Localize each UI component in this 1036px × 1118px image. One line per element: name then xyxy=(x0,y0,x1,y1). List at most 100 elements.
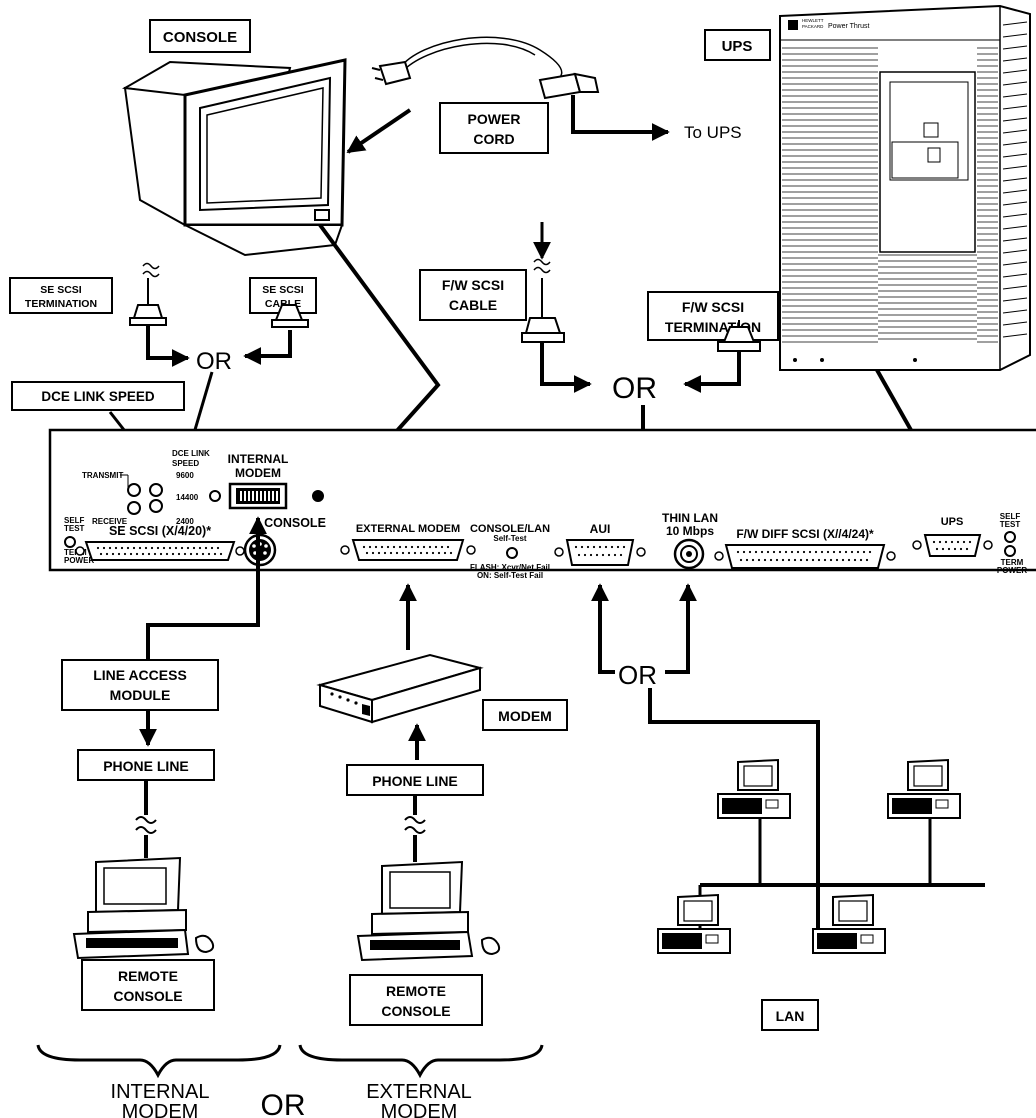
lan-workstation xyxy=(887,758,961,819)
external-modem-path: MODEM PHONE LINE xyxy=(316,583,568,862)
term-power-right-label-line2: POWER xyxy=(997,566,1027,575)
internal-modem-panel-label-line1: INTERNAL xyxy=(228,452,289,466)
ups-brand-line1: HEWLETT xyxy=(802,18,824,23)
self-test-right-led xyxy=(1004,531,1016,543)
remote-console-left-label-line1: REMOTE xyxy=(118,968,178,984)
ups-port-pins xyxy=(932,540,972,551)
fw-scsi-or: OR xyxy=(612,372,657,405)
console-label: CONSOLE xyxy=(163,29,237,46)
fw-scsi-cable-label-line1: F/W SCSI xyxy=(442,277,504,293)
ups-port-label: UPS xyxy=(941,516,964,528)
line-access-module-label-line2: MODULE xyxy=(110,687,171,703)
lan-or: OR xyxy=(618,660,657,690)
ups-tower: UPS HEWLETT PACKARD Power Thrust xyxy=(704,4,1031,487)
external-modem-port-pins xyxy=(362,545,453,555)
internal-modem-bottom-label-line1: INTERNAL xyxy=(111,1081,210,1103)
lan-workstations xyxy=(657,758,961,954)
modem-label: MODEM xyxy=(498,708,552,724)
se-scsi-port[interactable] xyxy=(84,541,236,561)
dce-link-speed-callout: DCE LINK SPEED xyxy=(11,381,185,460)
phone-line-right-label: PHONE LINE xyxy=(372,773,458,789)
bottom-or: OR xyxy=(261,1089,306,1118)
console-monitor: CONSOLE xyxy=(121,19,412,257)
lan-workstation xyxy=(657,893,731,954)
phone-line-left-label: PHONE LINE xyxy=(103,758,189,774)
internal-modem-port-pins xyxy=(240,491,278,501)
self-test-right-label-line2: TEST xyxy=(1000,520,1021,529)
rear-panel: TRANSMIT RECEIVE DCE LINK SPEED 9600 144… xyxy=(48,428,1036,580)
term-power-left-label-line2: POWER xyxy=(64,556,94,565)
se-scsi-termination-label-line2: TERMINATION xyxy=(25,298,97,310)
receive-led xyxy=(127,501,141,515)
speed-14400-led xyxy=(149,499,163,513)
internal-modem-panel-label-line2: MODEM xyxy=(235,466,281,480)
power-cord-label-line1: POWER xyxy=(468,111,521,127)
transmit-led xyxy=(127,483,141,497)
hp-logo-icon xyxy=(788,20,798,30)
aui-label: AUI xyxy=(590,522,611,536)
aui-port-pins xyxy=(574,545,626,557)
self-test-right-label-line1: SELF xyxy=(1000,512,1021,521)
thin-lan-label-line1: THIN LAN xyxy=(662,511,718,525)
flash-note: FLASH: Xcvr/Net Fail xyxy=(470,563,550,572)
term-power-right-led xyxy=(1004,545,1016,557)
fw-diff-scsi-port-pins xyxy=(736,550,872,562)
lan-label: LAN xyxy=(776,1008,805,1024)
se-scsi-group: SE SCSI TERMINATION SE SCSI CABLE OR xyxy=(9,262,317,510)
internal-modem-path: LINE ACCESS MODULE PHONE LINE xyxy=(61,516,267,858)
console-port-label: CONSOLE xyxy=(264,516,326,530)
lan-workstation xyxy=(812,893,886,954)
dce-link-speed-label: DCE LINK SPEED xyxy=(41,389,155,404)
external-modem-bottom-label-line1: EXTERNAL xyxy=(366,1081,472,1103)
ups-brand-line2: PACKARD xyxy=(802,24,824,29)
internal-modem-bottom-label-line2: MODEM xyxy=(122,1101,199,1118)
console-lan-label: CONSOLE/LAN xyxy=(470,523,550,535)
remote-console-right-computer: REMOTE CONSOLE xyxy=(349,860,501,1026)
console-lan-self-test-label: Self-Test xyxy=(493,534,527,543)
speed-14400-label: 14400 xyxy=(176,493,199,502)
remote-console-right-label-line1: REMOTE xyxy=(386,983,446,999)
self-test-left-label-line1: SELF xyxy=(64,516,85,525)
power-cord: POWER CORD To UPS xyxy=(371,36,742,154)
remote-console-left-computer: REMOTE CONSOLE xyxy=(72,856,215,1011)
transmit-label: TRANSMIT xyxy=(82,471,123,480)
fw-diff-scsi-port-label: F/W DIFF SCSI (X//4/24)* xyxy=(736,527,874,541)
remote-console-left-label-line2: CONSOLE xyxy=(113,988,182,1004)
aui-port[interactable] xyxy=(565,539,635,566)
lan-workstation xyxy=(717,758,791,819)
se-scsi-termination-label-line1: SE SCSI xyxy=(40,284,82,296)
self-test-left-led xyxy=(64,536,76,548)
remote-console-right-label-line2: CONSOLE xyxy=(381,1003,450,1019)
speed-2400-label: 2400 xyxy=(176,517,194,526)
dce-link-panel-label-line2: SPEED xyxy=(172,459,199,468)
thin-lan-label-line2: 10 Mbps xyxy=(666,524,714,538)
se-scsi-port-label: SE SCSI (X/4/20)* xyxy=(109,524,211,538)
ups-port[interactable] xyxy=(923,534,982,557)
receive-label: RECEIVE xyxy=(92,517,128,526)
to-ups-label: To UPS xyxy=(684,123,742,142)
external-modem-bottom-label-line2: MODEM xyxy=(381,1101,458,1118)
ups-label: UPS xyxy=(722,38,753,55)
ups-vent-lines xyxy=(782,21,1028,343)
fw-diff-scsi-port[interactable] xyxy=(724,544,886,569)
external-modem-port[interactable] xyxy=(351,539,465,561)
on-note: ON: Self-Test Fail xyxy=(477,571,543,580)
term-power-right-label-line1: TERM xyxy=(1001,558,1024,567)
power-cord-label-line2: CORD xyxy=(473,131,514,147)
se-scsi-or: OR xyxy=(196,348,232,375)
external-modem-port-label: EXTERNAL MODEM xyxy=(356,523,460,535)
ups-brand-line3: Power Thrust xyxy=(828,23,870,30)
se-scsi-port-pins xyxy=(96,546,223,556)
self-test-left-label-line2: TEST xyxy=(64,524,85,533)
console-lan-led xyxy=(506,547,518,559)
se-scsi-cable-label-line1: SE SCSI xyxy=(262,284,304,296)
speed-9600-led xyxy=(149,483,163,497)
bottom-braces: INTERNAL MODEM OR EXTERNAL MODEM xyxy=(36,1044,544,1118)
fw-scsi-cable-label-line2: CABLE xyxy=(449,297,497,313)
line-access-module-label-line1: LINE ACCESS xyxy=(93,667,187,683)
speed-9600-label: 9600 xyxy=(176,471,194,480)
fw-scsi-termination-label-line1: F/W SCSI xyxy=(682,299,744,315)
dce-link-panel-label-line1: DCE LINK xyxy=(172,449,210,458)
